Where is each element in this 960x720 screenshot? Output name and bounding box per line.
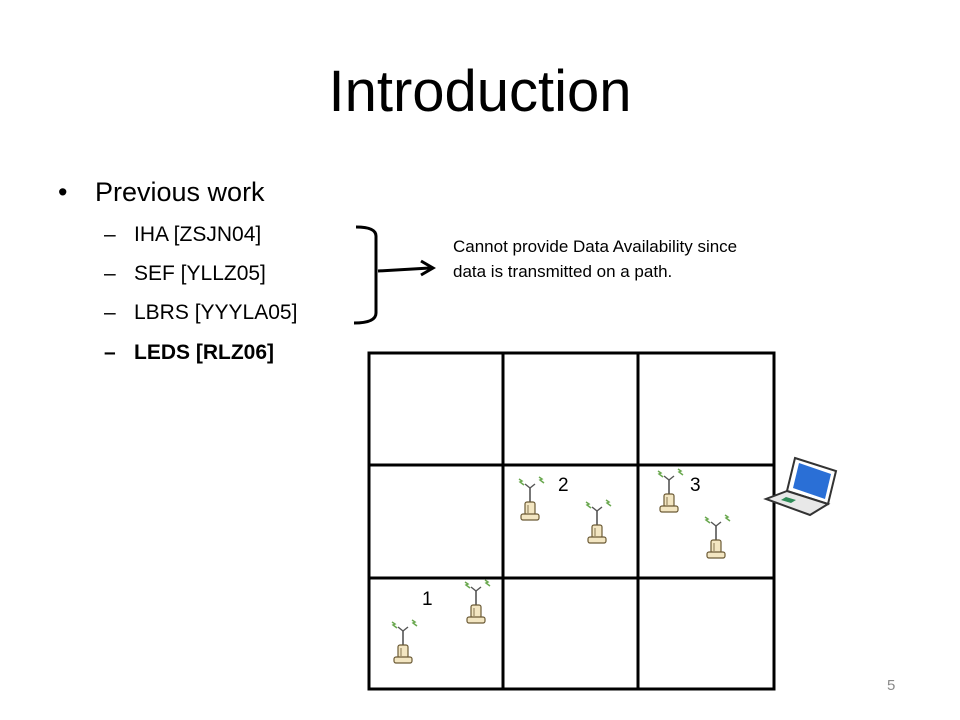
sub-item-text: IHA [ZSJN04]: [134, 223, 262, 246]
sub-item-lbrs: –LBRS [YYYLA05]: [104, 300, 297, 326]
note-line: data is transmitted on a path.: [453, 262, 673, 281]
cell-label-2: 2: [558, 475, 569, 496]
page-number: 5: [887, 677, 896, 694]
bullet-marker: •: [58, 177, 68, 207]
sensor-node-icon: [585, 499, 612, 544]
bullet-text: Previous work: [95, 177, 265, 207]
sub-item-dash: –: [104, 223, 116, 246]
grid: [367, 351, 776, 691]
sub-item-text: LBRS [YYYLA05]: [134, 301, 298, 324]
sub-item-iha: –IHA [ZSJN04]: [104, 222, 261, 248]
sub-item-dash: –: [104, 262, 116, 285]
laptop-icon: [763, 456, 838, 517]
brace-bracket: [353, 225, 378, 325]
sensor-node-icon: [704, 514, 731, 559]
right-arrow: [377, 259, 436, 277]
sub-item-dash: –: [104, 341, 116, 364]
sensor-node-icon: [464, 579, 491, 624]
sub-item-dash: –: [104, 301, 116, 324]
sensor-node-icon: [391, 619, 418, 664]
sub-item-text: SEF [YLLZ05]: [134, 262, 266, 285]
cell-label-1: 1: [422, 589, 433, 610]
note-text: Cannot provide Data Availability since d…: [453, 234, 873, 284]
note-line: Cannot provide Data Availability since: [453, 237, 738, 256]
sub-item-sef: –SEF [YLLZ05]: [104, 261, 266, 287]
sub-item-text: LEDS [RLZ06]: [134, 341, 275, 364]
sensor-node-icon: [657, 468, 684, 513]
sensor-node-icon: [518, 476, 545, 521]
cell-label-3: 3: [690, 475, 701, 496]
slide-title: Introduction: [328, 59, 632, 124]
sub-item-leds: –LEDS [RLZ06]: [104, 340, 274, 366]
